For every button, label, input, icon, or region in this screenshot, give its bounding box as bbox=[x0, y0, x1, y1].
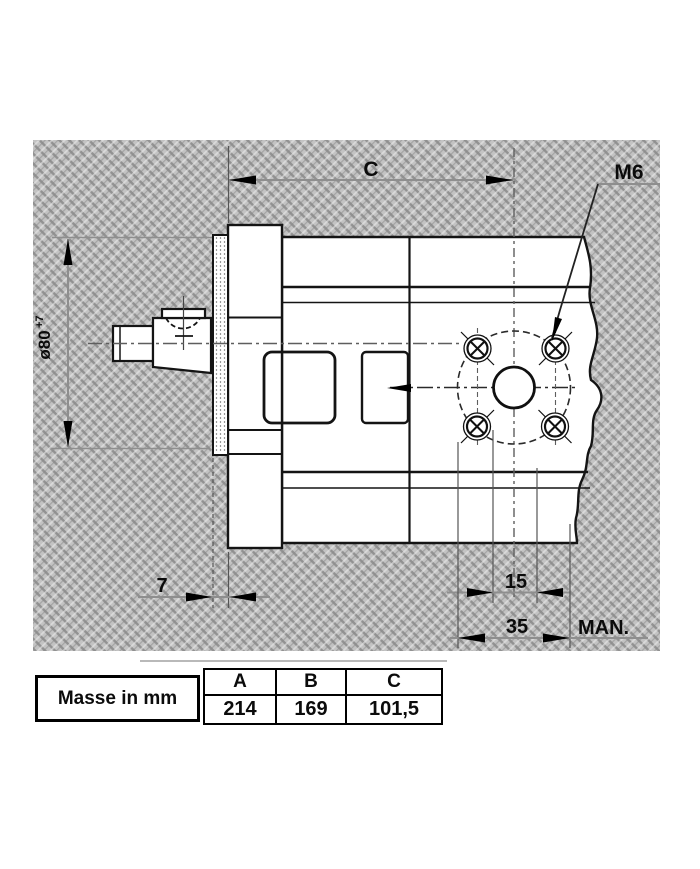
bolt-circle bbox=[456, 330, 572, 445]
port-window-left bbox=[262, 350, 337, 425]
dim-35: 35 MAN. bbox=[450, 442, 648, 648]
bolt-hole-bottom-left bbox=[460, 409, 495, 444]
body-feature-lines bbox=[119, 237, 595, 543]
shaft-block bbox=[151, 316, 213, 375]
table-value-a: 214 bbox=[205, 694, 275, 723]
m6-label: M6 bbox=[614, 161, 643, 184]
pump-body bbox=[280, 235, 603, 545]
shaft-diameter-label: ø80 bbox=[35, 330, 54, 359]
man-port-label: MAN. bbox=[578, 617, 629, 639]
dim-c: C bbox=[227, 146, 513, 223]
dim-15: 15 bbox=[447, 430, 570, 603]
table-value-b: 169 bbox=[275, 694, 345, 723]
bolt-hole-bottom-right bbox=[538, 409, 572, 444]
dim-15-label: 15 bbox=[505, 571, 527, 593]
table-caption-box: Masse in mm bbox=[35, 675, 200, 722]
scan-artifact-line bbox=[140, 660, 447, 662]
m6-callout: M6 bbox=[551, 161, 660, 341]
bolt-hole-top-right bbox=[538, 331, 573, 366]
table-header-c: C bbox=[345, 670, 441, 694]
port-bore-circle bbox=[492, 365, 536, 410]
port-face bbox=[456, 330, 573, 445]
dim-shaft-diameter: ø80 +7 bbox=[34, 236, 212, 450]
dim-7: 7 bbox=[138, 458, 270, 608]
dim-c-label: C bbox=[363, 158, 378, 181]
bolt-hole-top-left bbox=[460, 331, 495, 366]
dim-35-label: 35 bbox=[506, 616, 528, 638]
shaft-diameter-tolerance: +7 bbox=[34, 315, 46, 328]
front-cover bbox=[226, 223, 284, 550]
masse-caption: Masse in mm bbox=[57, 687, 178, 709]
dimension-table: A B C 214 169 101,5 bbox=[203, 668, 443, 725]
table-header-b: B bbox=[275, 670, 345, 694]
key-detail bbox=[165, 296, 201, 350]
flange-plate-hatch-texture bbox=[215, 237, 226, 453]
dim-7-label: 7 bbox=[156, 575, 167, 597]
table-header-a: A bbox=[233, 671, 247, 692]
centerline-arrowhead bbox=[387, 384, 411, 392]
table-value-c: 101,5 bbox=[345, 694, 441, 723]
